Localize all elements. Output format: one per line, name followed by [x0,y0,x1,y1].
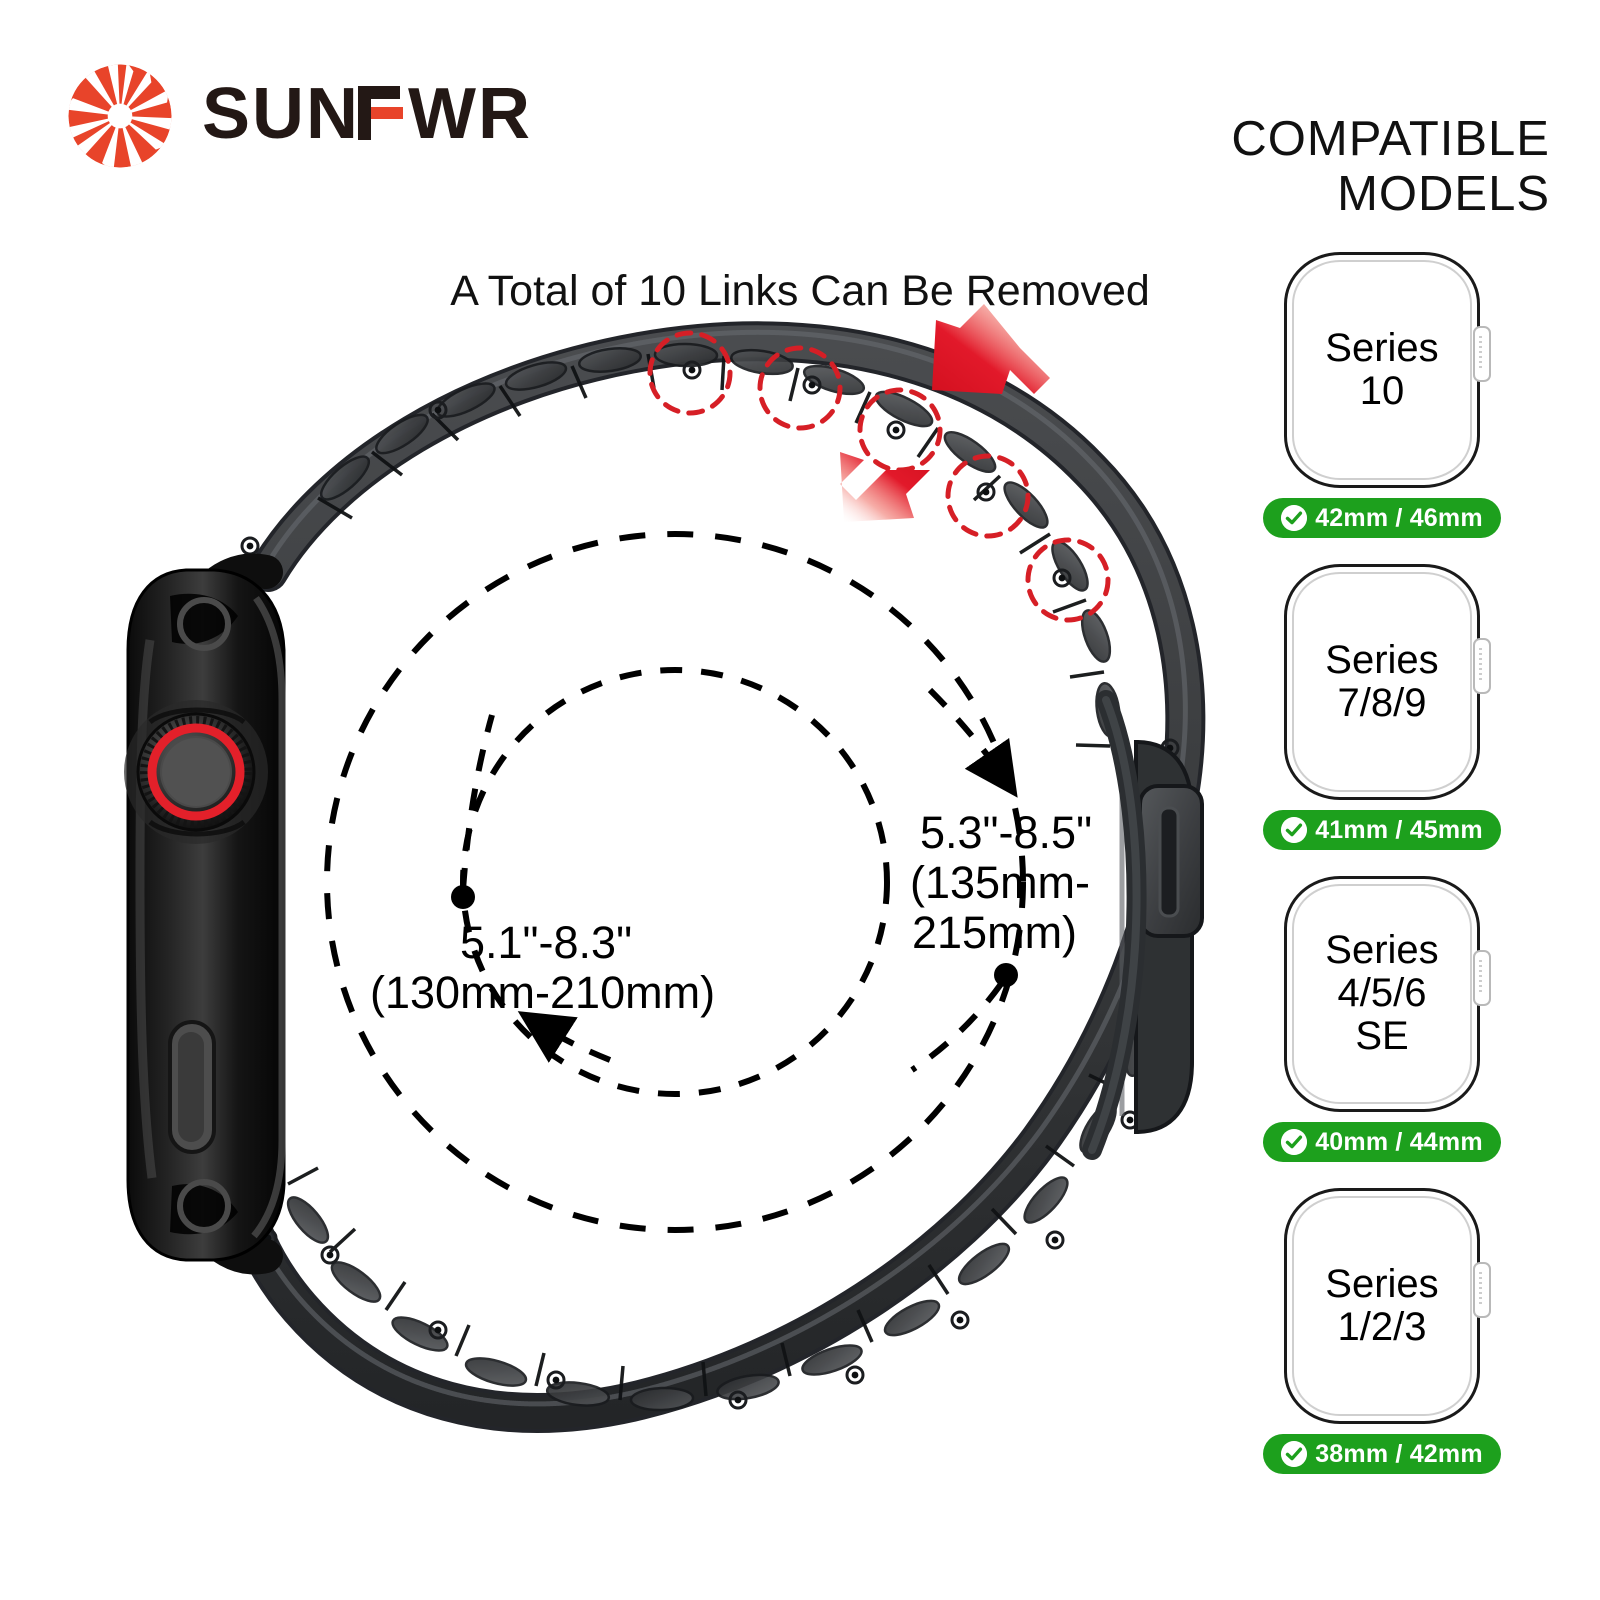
model-card: Series 7/8/9 41mm / 45mm [1232,564,1532,850]
status-badge: 42mm / 46mm [1263,498,1501,538]
status-badge: 38mm / 42mm [1263,1434,1501,1474]
compatible-models-list: Series 10 42mm / 46mm Series 7/8/9 [1232,252,1542,1500]
removable-link-marker [1025,537,1111,623]
badge-size-label: 42mm / 46mm [1315,503,1483,532]
model-name-line1: Series [1325,325,1439,370]
inner-size-arrow [517,1011,612,1063]
watch-model-label: Series 7/8/9 [1284,637,1480,725]
inner-size-circle [460,667,890,1097]
model-name-line2: 1/2/3 [1337,1305,1427,1349]
watch-outline-icon: Series 10 [1284,252,1491,488]
badge-size-label: 38mm / 42mm [1315,1439,1483,1468]
model-name-line2: 7/8/9 [1337,681,1427,725]
outer-size-circle [324,531,1026,1233]
outer-measure-label: 5.3"-8.5" (135mm- 215mm) [910,807,1092,958]
outer-size-arrow [927,687,1018,798]
digital-crown-icon [1473,1262,1491,1318]
pointer-arrow-down-left [932,304,1050,394]
model-name-line3: SE [1355,1014,1409,1059]
check-circle-icon [1281,1129,1308,1155]
model-name-line1: Series [1325,637,1439,682]
removable-link-marker [647,330,733,416]
svg-text:SUN: SUN [202,74,360,154]
watch-outline-inner [1292,884,1472,1104]
model-card: Series 4/5/6 SE 40mm / 44mm [1232,876,1532,1162]
butterfly-clasp [1082,690,1204,1160]
status-badge: 40mm / 44mm [1263,1122,1501,1162]
watch-model-label: Series 4/5/6 SE [1284,929,1480,1059]
compatible-models-heading-line2: MODELS [1337,166,1550,221]
outer-measure-line2: (135mm- [910,857,1090,908]
svg-text:WR: WR [408,74,532,154]
model-name-line2: 4/5/6 [1337,971,1427,1016]
watch-outline-inner [1292,572,1472,792]
inner-measure-line1: 5.1"-8.3" [460,917,632,968]
watch-outline-icon: Series 4/5/6 SE [1284,876,1491,1112]
badge-size-label: 40mm / 44mm [1315,1127,1483,1156]
removable-link-marker [945,453,1031,539]
removable-link-marker [757,345,843,431]
digital-crown-icon [1473,326,1491,382]
model-name-line1: Series [1325,1261,1439,1306]
watch-outline-icon: Series 1/2/3 [1284,1188,1491,1424]
watch-model-label: Series 10 [1284,325,1480,413]
digital-crown [124,700,268,844]
model-name-line2: 10 [1359,369,1405,413]
brand-logo: SUN WR [64,60,602,172]
model-card: Series 10 42mm / 46mm [1232,252,1532,538]
compatible-models-heading: COMPATIBLE MODELS [990,112,1550,222]
pointer-arrow-up-right [840,452,930,522]
watch-outline-icon: Series 7/8/9 [1284,564,1491,800]
check-circle-icon [1281,505,1308,531]
watch-outline-inner [1292,260,1472,480]
inner-measure-line2: (130mm-210mm) [370,967,715,1018]
sunburst-aperture-icon [68,64,172,168]
side-button [168,1020,216,1154]
brand-wordmark: SUN WR [202,74,532,154]
outer-measure-line3: 215mm) [912,907,1077,958]
check-circle-icon [1281,817,1308,843]
inner-measure-label: 5.1"-8.3" (130mm-210mm) [370,917,715,1018]
model-name-line1: Series [1325,928,1439,973]
model-card: Series 1/2/3 38mm / 42mm [1232,1188,1532,1474]
watch-outline-inner [1292,1196,1472,1416]
watch-case [124,553,286,1275]
digital-crown-icon [1473,638,1491,694]
badge-size-label: 41mm / 45mm [1315,815,1483,844]
digital-crown-icon [1473,950,1491,1006]
check-circle-icon [1281,1441,1308,1467]
status-badge: 41mm / 45mm [1263,810,1501,850]
inner-size-leader [451,714,495,909]
compatible-models-heading-line1: COMPATIBLE [1231,112,1550,166]
outer-measure-line1: 5.3"-8.5" [920,807,1092,858]
outer-size-leader [910,963,1018,1073]
watch-model-label: Series 1/2/3 [1284,1261,1480,1349]
crown-red-ring [147,723,245,821]
links-removable-heading: A Total of 10 Links Can Be Removed [450,267,1150,315]
